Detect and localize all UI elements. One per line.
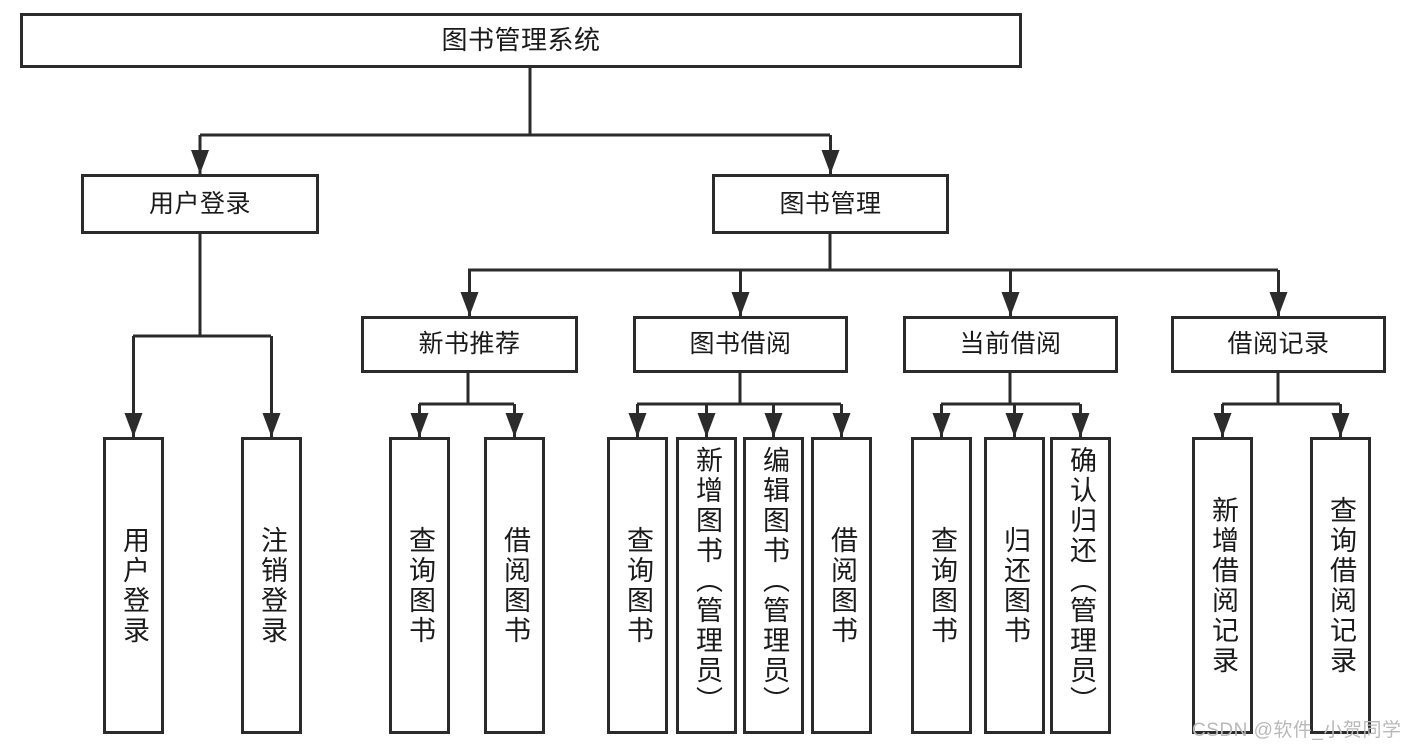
node-label-leaf-query-book-1: 查询图书 xyxy=(405,525,435,646)
node-leaf-edit-book[interactable]: 编辑图书（管理员） xyxy=(743,437,804,734)
arrow-head-leaf-borrow-book-1 xyxy=(505,413,524,437)
node-label-leaf-logout: 注销登录 xyxy=(257,525,287,646)
arrow-head-book-manage xyxy=(821,150,840,174)
node-label-book-manage: 图书管理 xyxy=(779,189,882,218)
arrow-head-current-borrow xyxy=(1001,292,1020,316)
node-label-leaf-add-book: 新增图书（管理员） xyxy=(692,446,722,716)
node-book-manage[interactable]: 图书管理 xyxy=(712,174,949,234)
node-leaf-query-book-1[interactable]: 查询图书 xyxy=(389,437,450,734)
node-leaf-query-book-3[interactable]: 查询图书 xyxy=(911,437,972,734)
arrow-head-leaf-query-record xyxy=(1331,413,1350,437)
node-leaf-borrow-book-2[interactable]: 借阅图书 xyxy=(811,437,872,734)
csdn-watermark: CSDN @软件_小贺同学 xyxy=(1192,720,1402,741)
node-label-leaf-borrow-book-2: 借阅图书 xyxy=(827,525,857,646)
node-label-leaf-add-record: 新增借阅记录 xyxy=(1208,495,1238,676)
node-book-borrow[interactable]: 图书借阅 xyxy=(633,316,848,373)
node-label-leaf-query-book-2: 查询图书 xyxy=(623,525,653,646)
arrow-head-leaf-confirm-return xyxy=(1071,413,1090,437)
node-leaf-logout[interactable]: 注销登录 xyxy=(241,437,302,734)
node-borrow-record[interactable]: 借阅记录 xyxy=(1171,316,1386,373)
arrow-head-book-borrow xyxy=(731,292,750,316)
arrow-head-leaf-edit-book xyxy=(764,413,783,437)
node-label-current-borrow: 当前借阅 xyxy=(959,330,1062,359)
node-root[interactable]: 图书管理系统 xyxy=(20,13,1022,68)
node-label-root: 图书管理系统 xyxy=(441,24,601,55)
node-leaf-query-book-2[interactable]: 查询图书 xyxy=(607,437,668,734)
node-label-leaf-user-login: 用户登录 xyxy=(119,525,149,646)
arrow-head-leaf-return-book xyxy=(1005,413,1024,437)
node-label-leaf-confirm-return: 确认归还（管理员） xyxy=(1066,446,1096,716)
node-label-leaf-borrow-book-1: 借阅图书 xyxy=(500,525,530,646)
arrow-head-leaf-query-book-2 xyxy=(628,413,647,437)
node-label-borrow-record: 借阅记录 xyxy=(1227,330,1330,359)
arrow-head-leaf-query-book-3 xyxy=(932,413,951,437)
arrow-head-borrow-record xyxy=(1269,292,1288,316)
node-label-book-borrow: 图书借阅 xyxy=(689,330,792,359)
node-current-borrow[interactable]: 当前借阅 xyxy=(903,316,1118,373)
node-leaf-confirm-return[interactable]: 确认归还（管理员） xyxy=(1050,437,1111,734)
node-label-user-login: 用户登录 xyxy=(148,189,251,218)
arrow-head-user-login xyxy=(191,150,209,174)
node-leaf-add-book[interactable]: 新增图书（管理员） xyxy=(676,437,737,734)
node-label-leaf-query-book-3: 查询图书 xyxy=(927,525,957,646)
node-leaf-add-record[interactable]: 新增借阅记录 xyxy=(1192,437,1253,734)
node-new-book-rec[interactable]: 新书推荐 xyxy=(361,316,578,373)
node-label-leaf-query-record: 查询借阅记录 xyxy=(1326,495,1356,676)
arrow-head-leaf-logout xyxy=(262,413,281,437)
node-user-login[interactable]: 用户登录 xyxy=(81,174,319,234)
node-leaf-user-login[interactable]: 用户登录 xyxy=(103,437,164,734)
arrow-head-leaf-query-book-1 xyxy=(410,413,429,437)
node-leaf-borrow-book-1[interactable]: 借阅图书 xyxy=(484,437,545,734)
arrow-head-leaf-add-book xyxy=(697,413,716,437)
node-label-leaf-edit-book: 编辑图书（管理员） xyxy=(759,446,789,716)
arrow-head-leaf-add-record xyxy=(1213,413,1232,437)
node-label-leaf-return-book: 归还图书 xyxy=(1000,525,1030,646)
node-leaf-return-book[interactable]: 归还图书 xyxy=(984,437,1045,734)
arrow-head-new-book-rec xyxy=(460,292,479,316)
arrow-head-leaf-borrow-book-2 xyxy=(832,413,851,437)
node-leaf-query-record[interactable]: 查询借阅记录 xyxy=(1310,437,1371,734)
arrow-head-leaf-user-login xyxy=(124,413,143,437)
node-label-new-book-rec: 新书推荐 xyxy=(418,330,521,359)
